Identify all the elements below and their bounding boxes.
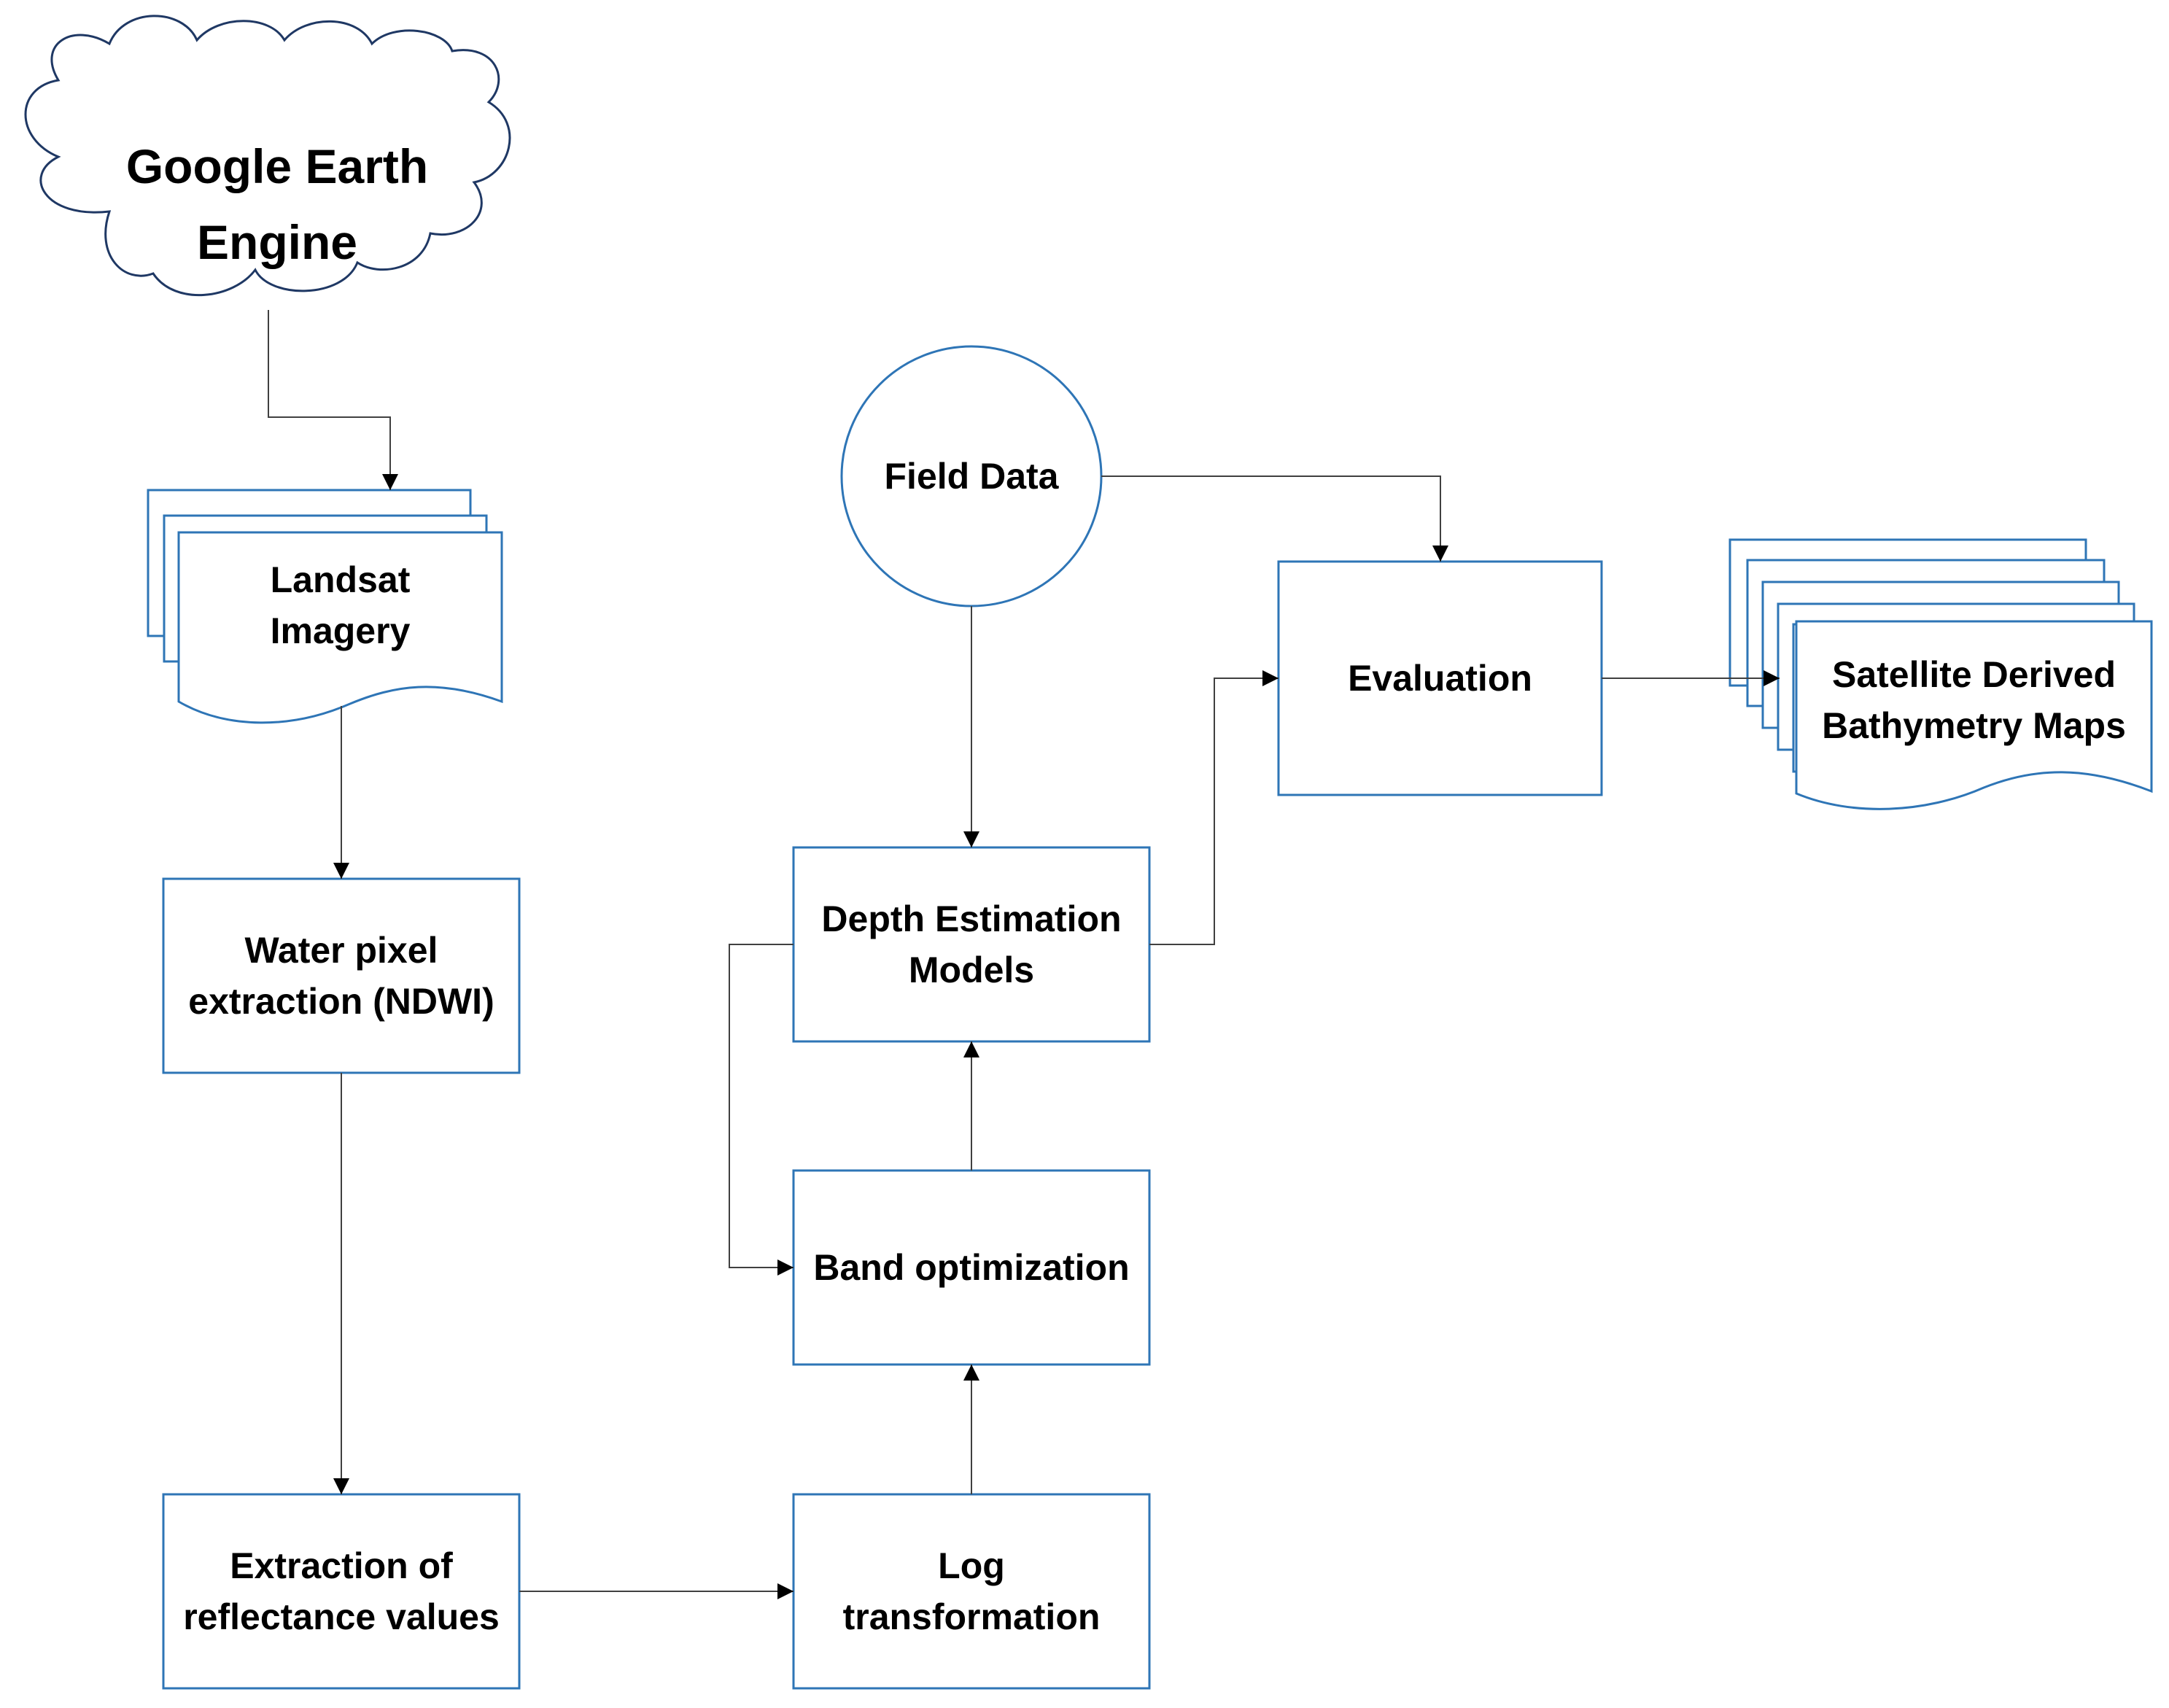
extraction-of-reflectance-box <box>162 1493 521 1690</box>
gee-line2: Engine <box>196 215 357 269</box>
landsat-imagery-shape <box>147 489 503 724</box>
google-earth-engine-cloud <box>24 15 511 297</box>
connectors <box>268 310 1780 1599</box>
depth-line2: Models <box>908 950 1035 990</box>
depth-estimation-models-label: Depth Estimation Models <box>794 847 1149 1041</box>
maps-line2: Bathymetry Maps <box>1822 705 2126 746</box>
evaluation-label: Evaluation <box>1278 562 1602 795</box>
water-pixel-extraction-box <box>162 877 521 1074</box>
maps-line1: Satellite Derived <box>1831 654 2116 695</box>
log-transformation-label: Log transformation <box>794 1494 1149 1688</box>
landsat-line1: Landsat <box>270 559 411 600</box>
water-line1: Water pixel <box>244 930 438 971</box>
field-data-label: Field Data <box>842 425 1101 527</box>
water-pixel-extraction-label: Water pixel extraction (NDWI) <box>163 879 519 1073</box>
extraction-of-reflectance-label: Extraction of reflectance values <box>163 1494 519 1688</box>
landsat-line2: Imagery <box>270 610 411 651</box>
band-optimization-label: Band optimization <box>794 1171 1149 1365</box>
evaluation-line1: Evaluation <box>1348 658 1532 699</box>
landsat-imagery-label: Landsat Imagery <box>179 547 502 664</box>
extraction-line2: reflectance values <box>183 1596 500 1637</box>
edge-field-to-evaluation <box>1101 475 1448 562</box>
log-line2: transformation <box>842 1596 1101 1637</box>
log-transformation-box <box>792 1493 1151 1690</box>
extraction-line1: Extraction of <box>230 1545 453 1586</box>
google-earth-engine-label: Google Earth Engine <box>88 124 467 284</box>
log-line1: Log <box>938 1545 1005 1586</box>
band-line1: Band optimization <box>813 1247 1130 1288</box>
depth-line1: Depth Estimation <box>821 898 1122 939</box>
field-line1: Field Data <box>884 456 1059 497</box>
gee-line1: Google Earth <box>125 139 429 193</box>
bathymetry-maps-label: Satellite Derived Bathymetry Maps <box>1796 642 2151 758</box>
depth-estimation-models-box <box>792 846 1151 1043</box>
bathymetry-maps-shape <box>1728 538 2153 810</box>
band-optimization-box <box>792 1169 1151 1366</box>
edge-depth-to-band <box>729 944 794 1276</box>
edge-depth-to-evaluation <box>1149 670 1278 945</box>
water-line2: extraction (NDWI) <box>188 981 494 1022</box>
edge-gee-to-landsat <box>268 310 398 490</box>
